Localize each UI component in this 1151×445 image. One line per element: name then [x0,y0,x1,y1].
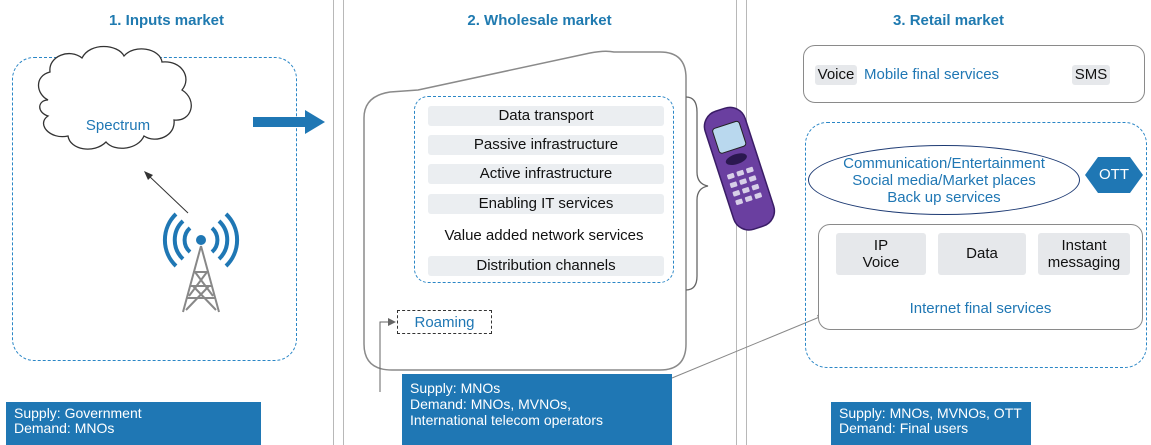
arrow-right-icon [253,110,325,134]
connector-line [671,315,823,379]
roaming-box: Roaming [397,310,492,334]
column-divider [343,0,344,445]
column-title-wholesale: 2. Wholesale market [467,12,612,29]
internet-retail-area [805,122,1147,368]
ott-services-text: Communication/Entertainment Social media… [808,155,1080,206]
service-item: Passive infrastructure [428,135,664,155]
sms-chip: SMS [1072,65,1110,85]
instant-messaging-chip: Instant messaging [1038,233,1130,275]
internet-final-services-label: Internet final services [909,300,1052,317]
column-title-retail: 3. Retail market [893,12,1004,29]
ott-services-ellipse [808,145,1080,215]
cloud-icon [37,45,192,150]
service-item: Enabling IT services [428,194,664,214]
ip-voice-chip: IP Voice [836,233,926,275]
ip-voice-line: IP [873,237,889,254]
inputs-supply-demand-box: Supply: Government Demand: MNOs [6,402,261,445]
data-chip: Data [938,233,1026,275]
column-title-inputs: 1. Inputs market [108,12,225,29]
wholesale-outline [363,50,687,371]
curly-brace-icon [685,96,709,291]
mobile-final-services-label: Mobile final services [864,66,1000,83]
service-item: Value added network services [418,226,670,246]
retail-supply-demand-box: Supply: MNOs, MVNOs, OTT Demand: Final u… [831,402,1031,445]
radio-tower-icon [162,212,240,313]
service-item: Distribution channels [428,256,664,276]
ott-line: Back up services [887,189,1001,206]
ott-badge: OTT [1099,166,1129,183]
service-item: Active infrastructure [428,164,664,184]
wholesale-supply-text: Supply: MNOs [410,380,501,396]
inputs-supply-text: Supply: Government [14,405,142,421]
im-line: Instant [1061,237,1107,254]
wholesale-supply-demand-box: Supply: MNOs Demand: MNOs, MVNOs, Intern… [402,374,672,445]
retail-supply-text: Supply: MNOs, MVNOs, OTT [839,405,1022,421]
spectrum-label: Spectrum [85,117,151,134]
wholesale-demand-text: Demand: MNOs, MVNOs, [410,396,572,412]
service-item: Data transport [428,106,664,126]
ott-line: Communication/Entertainment [843,155,1045,172]
voice-chip: Voice [815,65,857,85]
wholesale-services-group [414,96,674,283]
wholesale-demand-text-cont: International telecom operators [410,412,603,428]
ip-voice-line: Voice [862,254,900,271]
retail-demand-text: Demand: Final users [839,420,969,436]
inputs-demand-text: Demand: MNOs [14,420,115,436]
mobile-phone-icon [703,106,776,231]
im-line: messaging [1047,254,1121,271]
column-divider [333,0,334,445]
ott-line: Social media/Market places [852,172,1036,189]
